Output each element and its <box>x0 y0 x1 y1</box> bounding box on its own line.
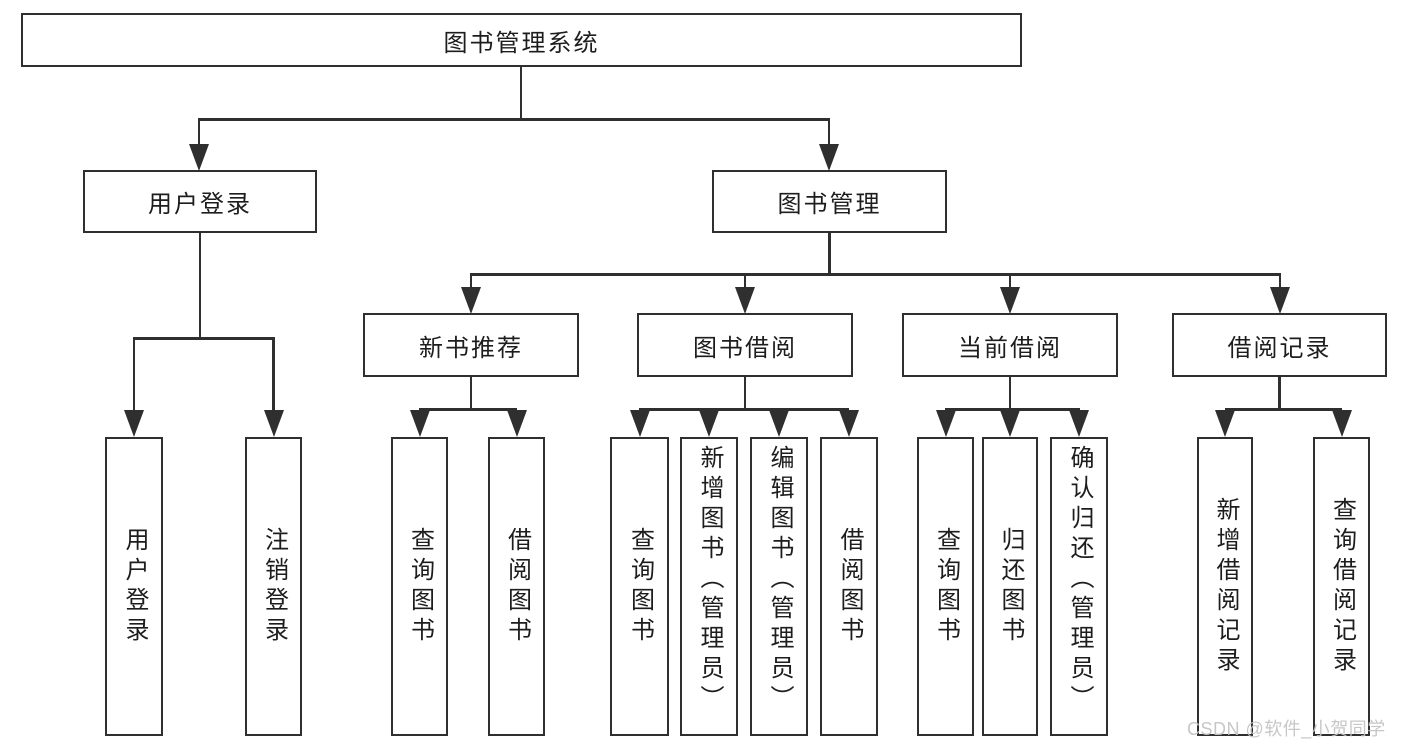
leaf-borrowing-borrow-books: 借阅图书 <box>820 437 878 736</box>
arrow-down-icon <box>935 410 956 437</box>
arrow-down-icon <box>699 410 719 437</box>
connector-book-management-down <box>828 231 831 275</box>
leaf-borrowing-edit-books-admin-label: 编辑图书（管理员） <box>766 445 793 715</box>
connector-borrowing-down <box>743 375 747 410</box>
node-root: 图书管理系统 <box>21 13 1022 67</box>
connector-current-rail <box>945 408 1080 411</box>
node-user-login: 用户登录 <box>83 170 317 233</box>
arrow-down-icon <box>1000 287 1020 314</box>
node-new-book-recommendation-label: 新书推荐 <box>419 334 523 362</box>
leaf-records-add-borrow-record: 新增借阅记录 <box>1197 437 1253 736</box>
node-book-borrowing: 图书借阅 <box>637 313 853 377</box>
connector-level3-rail <box>471 273 1280 276</box>
arrow-down-icon <box>506 410 527 437</box>
arrow-down-icon <box>124 410 144 437</box>
leaf-borrowing-add-books-admin-label: 新增图书（管理员） <box>696 445 723 715</box>
leaf-current-confirm-return-admin-label: 确认归还（管理员） <box>1066 445 1093 715</box>
arrow-down-icon <box>629 410 650 437</box>
leaf-records-query-borrow-record: 查询借阅记录 <box>1313 437 1370 736</box>
node-root-label: 图书管理系统 <box>443 29 600 57</box>
connector-user-login-down <box>198 231 202 339</box>
arrow-down-icon <box>839 410 859 437</box>
arrow-down-icon <box>1069 410 1089 437</box>
connector-to-user-login <box>197 118 201 148</box>
connector-to-node <box>469 273 473 289</box>
connector-records-down <box>1278 375 1281 410</box>
leaf-current-query-books-label: 查询图书 <box>932 526 960 647</box>
leaf-borrowing-edit-books-admin: 编辑图书（管理员） <box>750 437 808 736</box>
connector-to-leaf <box>132 337 136 413</box>
node-book-borrowing-label: 图书借阅 <box>693 334 797 362</box>
arrow-down-icon <box>1000 410 1020 437</box>
connector-to-node <box>1278 273 1282 289</box>
connector-recommendation-rail <box>419 408 517 411</box>
arrow-down-icon <box>735 287 755 314</box>
leaf-current-return-books: 归还图书 <box>982 437 1038 736</box>
leaf-current-query-books: 查询图书 <box>917 437 974 736</box>
arrow-down-icon <box>409 410 430 437</box>
connector-records-rail <box>1225 408 1342 411</box>
leaf-recommend-query-books: 查询图书 <box>391 437 448 736</box>
leaf-current-return-books-label: 归还图书 <box>997 526 1024 647</box>
node-user-login-label: 用户登录 <box>148 191 252 218</box>
node-book-management-label: 图书管理 <box>777 191 882 218</box>
arrow-down-icon <box>769 410 789 437</box>
arrow-down-icon <box>263 410 284 437</box>
connector-user-login-rail <box>134 337 274 340</box>
arrow-down-icon <box>1331 410 1352 437</box>
connector-to-node <box>1008 273 1012 289</box>
node-book-management: 图书管理 <box>712 170 947 233</box>
leaf-logout: 注销登录 <box>245 437 302 736</box>
leaf-records-add-borrow-record-label: 新增借阅记录 <box>1212 496 1239 677</box>
leaf-borrowing-add-books-admin: 新增图书（管理员） <box>680 437 738 736</box>
leaf-logout-label: 注销登录 <box>260 526 288 647</box>
leaf-user-login: 用户登录 <box>105 437 163 736</box>
leaf-recommend-query-books-label: 查询图书 <box>406 526 434 647</box>
connector-to-leaf <box>272 337 275 413</box>
leaf-recommend-borrow-books-label: 借阅图书 <box>503 526 531 647</box>
connector-level2-rail <box>199 118 830 121</box>
connector-borrowing-rail <box>639 408 849 411</box>
connector-to-node <box>743 273 747 289</box>
connector-to-book-management <box>827 118 831 148</box>
leaf-borrowing-query-books: 查询图书 <box>610 437 669 736</box>
node-current-borrowing-label: 当前借阅 <box>958 334 1062 362</box>
csdn-watermark: CSDN @软件_小贺同学 <box>1187 719 1386 739</box>
node-borrowing-records: 借阅记录 <box>1172 313 1387 377</box>
arrow-down-icon <box>461 287 481 314</box>
connector-root-down <box>519 67 523 120</box>
node-new-book-recommendation: 新书推荐 <box>363 313 579 377</box>
arrow-down-icon <box>189 144 209 171</box>
connector-current-down <box>1008 375 1012 410</box>
leaf-borrowing-borrow-books-label: 借阅图书 <box>836 526 863 647</box>
node-current-borrowing: 当前借阅 <box>902 313 1118 377</box>
arrow-down-icon <box>1270 287 1290 314</box>
arrow-down-icon <box>1215 410 1235 437</box>
leaf-current-confirm-return-admin: 确认归还（管理员） <box>1050 437 1108 736</box>
leaf-borrowing-query-books-label: 查询图书 <box>626 526 654 647</box>
leaf-user-login-label: 用户登录 <box>121 526 148 647</box>
leaf-recommend-borrow-books: 借阅图书 <box>488 437 545 736</box>
arrow-down-icon <box>819 144 839 171</box>
node-borrowing-records-label: 借阅记录 <box>1227 334 1332 362</box>
leaf-records-query-borrow-record-label: 查询借阅记录 <box>1328 496 1356 677</box>
connector-recommendation-down <box>469 375 473 410</box>
